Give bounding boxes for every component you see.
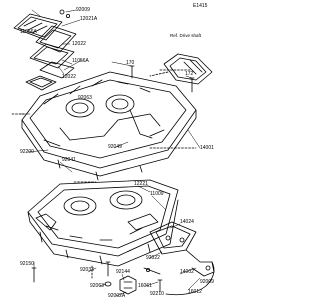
callout-12022-b: 12022 bbox=[62, 74, 76, 80]
callout-92033: 92033 bbox=[80, 267, 94, 273]
bottom-fittings bbox=[31, 261, 215, 296]
callout-14001: 14001 bbox=[200, 145, 214, 151]
callout-11009: 11009 bbox=[150, 191, 164, 197]
callout-92150: 92150 bbox=[20, 261, 34, 267]
callout-92002a: 92002A bbox=[108, 293, 126, 299]
callout-14002: 14002 bbox=[180, 269, 194, 275]
leader-lines bbox=[19, 9, 201, 297]
callout-92063: 92063 bbox=[78, 95, 92, 101]
callout-16012: 16012 bbox=[188, 289, 202, 295]
callout-12021a: 12021A bbox=[80, 16, 98, 22]
callout-12221: 12221 bbox=[134, 181, 148, 187]
callout-92210: 92210 bbox=[150, 291, 164, 297]
callout-92009-bottom: 92009 bbox=[200, 279, 214, 285]
callout-92144: 92144 bbox=[116, 269, 130, 275]
reed-valve-cover bbox=[13, 9, 77, 91]
upper-crankcase bbox=[21, 71, 197, 181]
callout-92200: 92200 bbox=[20, 149, 34, 155]
callout-92009-top: 92009 bbox=[76, 7, 90, 13]
bolts-upper bbox=[11, 65, 197, 183]
parts-diagram: E1415 Ref. Drive shaft 11056A 92009 1202… bbox=[11, 3, 215, 299]
drive-shaft-inset bbox=[149, 53, 213, 85]
inset-label: Ref. Drive shaft bbox=[170, 33, 202, 38]
callout-170: 170 bbox=[126, 60, 135, 66]
callout-92022: 92022 bbox=[146, 255, 160, 261]
mount-bracket bbox=[127, 213, 215, 277]
callout-14024: 14024 bbox=[180, 219, 194, 225]
callout-92063-b: 92063 bbox=[90, 283, 104, 289]
callout-92049: 92049 bbox=[108, 144, 122, 150]
callout-12022: 12022 bbox=[72, 41, 86, 47]
figure-id: E1415 bbox=[193, 3, 208, 9]
callout-11056a-b: 11056A bbox=[72, 58, 89, 64]
callout-16061: 16061 bbox=[138, 283, 152, 289]
callout-11056a: 11056A bbox=[20, 29, 37, 35]
lower-crankcase bbox=[27, 179, 179, 267]
callout-92041: 92041 bbox=[62, 157, 76, 163]
crankcase-exploded-view bbox=[11, 9, 215, 297]
callout-172: 172 bbox=[185, 71, 194, 77]
